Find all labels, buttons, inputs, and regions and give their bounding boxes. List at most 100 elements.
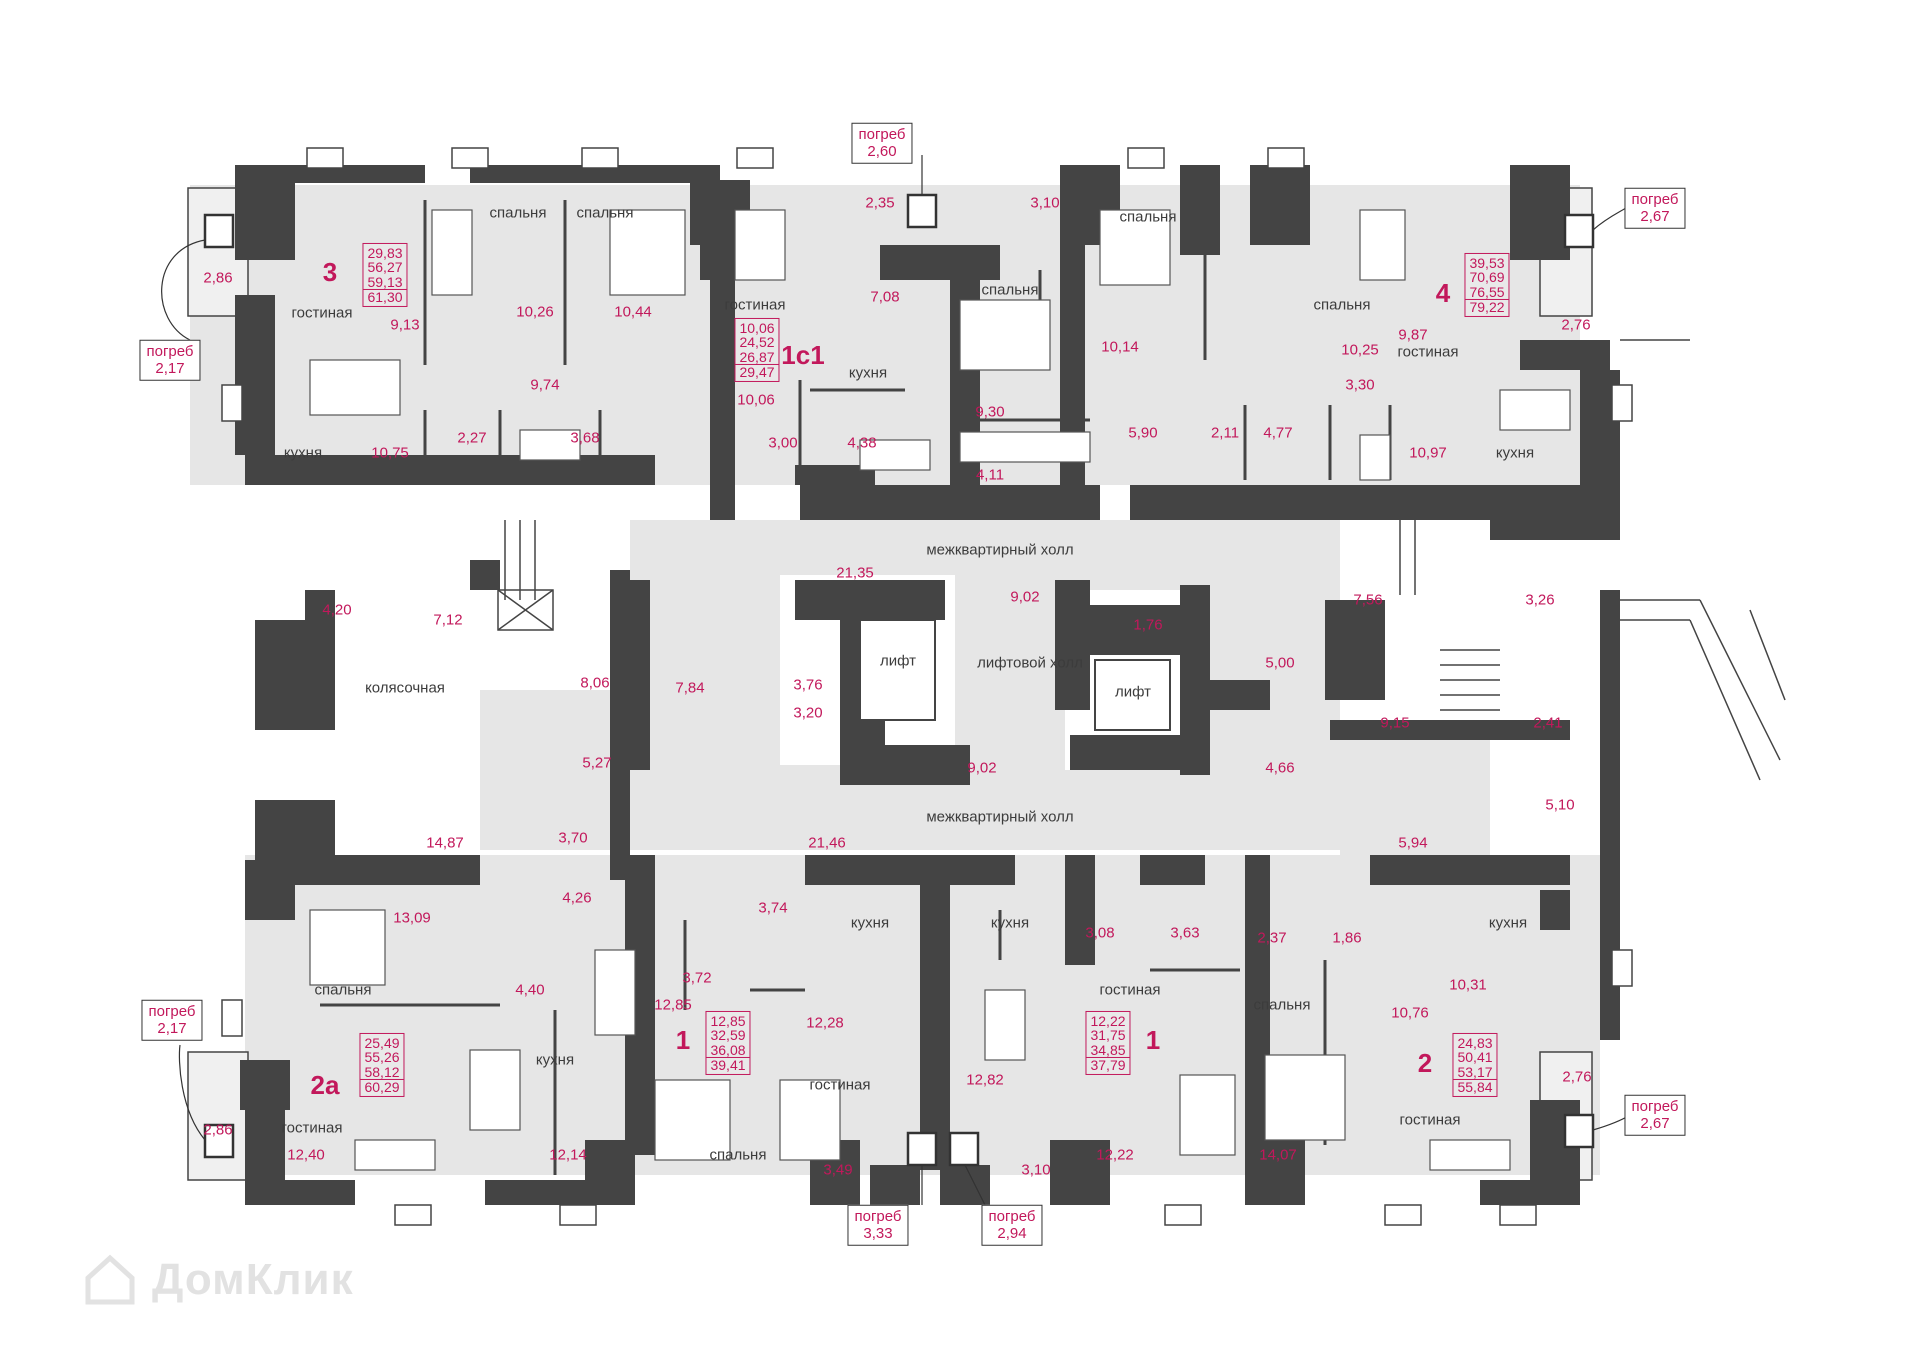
room-area: 1,76 <box>1133 616 1163 634</box>
watermark: ДомКлик <box>152 1255 354 1304</box>
area-total: 32,59 <box>710 1027 746 1044</box>
cellar-callout: погреб 3,33 <box>847 1204 909 1246</box>
room-area: 3,76 <box>793 676 823 694</box>
cellar-area: 2,94 <box>997 1225 1027 1242</box>
room-name-living: гостиная <box>1397 343 1459 361</box>
room-area: 7,84 <box>675 679 705 697</box>
unit-area-box-1c1: 10,06 24,52 26,87 29,47 <box>734 317 780 383</box>
unit-area-box-2: 24,83 50,41 53,17 55,84 <box>1452 1032 1498 1098</box>
cellar-callout: погреб 2,17 <box>141 999 203 1041</box>
cellar-callout: погреб 2,67 <box>1624 187 1686 229</box>
cellar-boxes <box>203 193 1595 1167</box>
room-name-stroller: колясочная <box>365 679 445 697</box>
room-name-living: гостиная <box>1399 1111 1461 1129</box>
stairs <box>497 339 1786 781</box>
cellar-name: погреб <box>858 125 906 143</box>
area-living: 39,53 <box>1469 254 1505 271</box>
room-area: 9,02 <box>1010 588 1040 606</box>
room-area: 3,74 <box>758 899 788 917</box>
room-area: 1,86 <box>1332 929 1362 947</box>
room-area: 10,14 <box>1101 338 1139 356</box>
room-area: 3,00 <box>768 434 798 452</box>
area-total: 56,27 <box>367 259 403 276</box>
room-area: 9,02 <box>967 759 997 777</box>
cellar-area: 2,17 <box>157 1020 187 1037</box>
room-name-bedroom: спальня <box>489 204 547 222</box>
room-name-bedroom: спальня <box>709 1146 767 1164</box>
room-name-living: гостиная <box>1099 981 1161 999</box>
room-name-living: гостиная <box>291 304 353 322</box>
area-with-cellar: 55,84 <box>1453 1078 1497 1094</box>
room-area: 4,38 <box>847 434 877 452</box>
room-area: 21,46 <box>808 834 846 852</box>
room-area: 5,10 <box>1545 796 1575 814</box>
room-area: 7,08 <box>870 288 900 306</box>
room-area: 4,20 <box>322 601 352 619</box>
room-area: 3,08 <box>1085 924 1115 942</box>
area-with-cellar: 79,22 <box>1465 298 1509 314</box>
area-living: 25,49 <box>364 1034 400 1051</box>
area-living: 24,83 <box>1457 1034 1493 1051</box>
room-area: 14,87 <box>426 834 464 852</box>
area-total: 55,26 <box>364 1049 400 1066</box>
room-area: 4,11 <box>975 466 1005 484</box>
unit-number-2: 2 <box>1417 1048 1433 1078</box>
room-name-hall: межквартирный холл <box>926 808 1074 826</box>
room-area: 12,82 <box>966 1071 1004 1089</box>
room-area: 5,00 <box>1265 654 1295 672</box>
area-with-cellar: 37,79 <box>1086 1056 1130 1072</box>
room-area: 10,75 <box>371 444 409 462</box>
cellar-name: погреб <box>854 1207 902 1225</box>
room-area: 9,74 <box>530 376 560 394</box>
cellar-area: 2,17 <box>155 360 185 377</box>
cellar-name: погреб <box>1631 190 1679 208</box>
room-area: 2,76 <box>1561 316 1591 334</box>
room-area: 2,76 <box>1562 1068 1592 1086</box>
room-area: 10,76 <box>1391 1004 1429 1022</box>
room-area: 12,85 <box>654 996 692 1014</box>
room-area: 10,31 <box>1449 976 1487 994</box>
area-living: 12,22 <box>1090 1012 1126 1029</box>
cellar-area: 2,67 <box>1640 208 1670 225</box>
room-area: 8,06 <box>580 674 610 692</box>
room-area: 3,10 <box>1021 1161 1051 1179</box>
area-total: 31,75 <box>1090 1027 1126 1044</box>
area-with-balcony: 34,85 <box>1090 1041 1126 1058</box>
cellar-name: погреб <box>1631 1097 1679 1115</box>
room-name-lift: лифт <box>1114 683 1152 701</box>
room-area: 2,37 <box>1257 929 1287 947</box>
room-area: 5,90 <box>1128 424 1158 442</box>
room-area: 3,26 <box>1525 591 1555 609</box>
cellar-callout: погреб 2,17 <box>139 339 201 381</box>
room-area: 4,26 <box>562 889 592 907</box>
area-with-cellar: 39,41 <box>706 1056 750 1072</box>
area-with-balcony: 59,13 <box>367 273 403 290</box>
unit-area-box-4: 39,53 70,69 76,55 79,22 <box>1464 252 1510 318</box>
room-area: 9,87 <box>1398 326 1428 344</box>
unit-number-1c1: 1с1 <box>781 340 825 370</box>
room-area: 4,66 <box>1265 759 1295 777</box>
room-name-living: гостиная <box>281 1119 343 1137</box>
room-area: 3,70 <box>558 829 588 847</box>
lift-shafts <box>859 619 1171 731</box>
area-with-cellar: 29,47 <box>735 363 779 379</box>
room-area: 2,35 <box>865 194 895 212</box>
room-area: 10,06 <box>737 391 775 409</box>
room-area: 2,86 <box>203 1121 233 1139</box>
room-area: 4,77 <box>1263 424 1293 442</box>
room-area: 5,94 <box>1398 834 1428 852</box>
area-living: 10,06 <box>739 319 775 336</box>
cellar-area: 3,33 <box>863 1225 893 1242</box>
room-area: 3,72 <box>682 969 712 987</box>
cellar-name: погреб <box>146 342 194 360</box>
area-living: 12,85 <box>710 1012 746 1029</box>
windows <box>221 147 1633 1226</box>
room-area: 2,41 <box>1533 714 1563 732</box>
cellar-name: погреб <box>988 1207 1036 1225</box>
unit-number-1-right: 1 <box>1145 1025 1161 1055</box>
unit-area-box-3: 29,83 56,27 59,13 61,30 <box>362 242 408 308</box>
cellar-area: 2,60 <box>867 143 897 160</box>
room-name-kitchen: кухня <box>850 914 890 932</box>
room-area: 3,10 <box>1030 194 1060 212</box>
cellar-callout: погреб 2,67 <box>1624 1094 1686 1136</box>
